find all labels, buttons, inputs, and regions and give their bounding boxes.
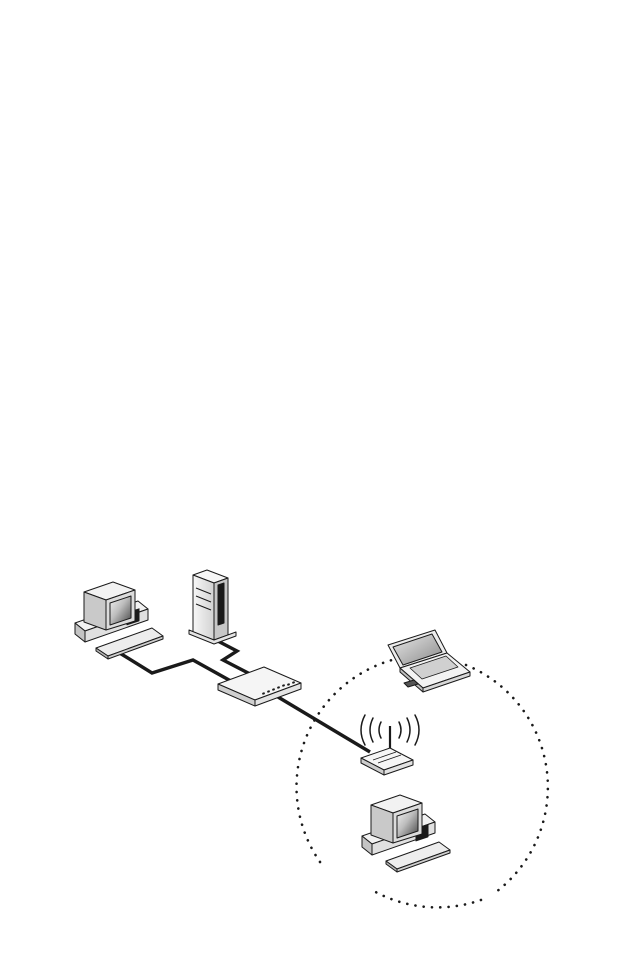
tower-server xyxy=(189,570,236,644)
network-switch xyxy=(218,667,301,706)
cable-server-to-switch xyxy=(212,638,252,675)
wireless-coverage-area xyxy=(297,660,548,907)
desktop-computer-wireless xyxy=(362,795,450,872)
laptop-computer xyxy=(388,630,470,692)
desktop-computer-left xyxy=(75,582,163,659)
cable-switch-to-access-point xyxy=(278,697,370,752)
cable-desktop-to-switch xyxy=(118,652,238,685)
